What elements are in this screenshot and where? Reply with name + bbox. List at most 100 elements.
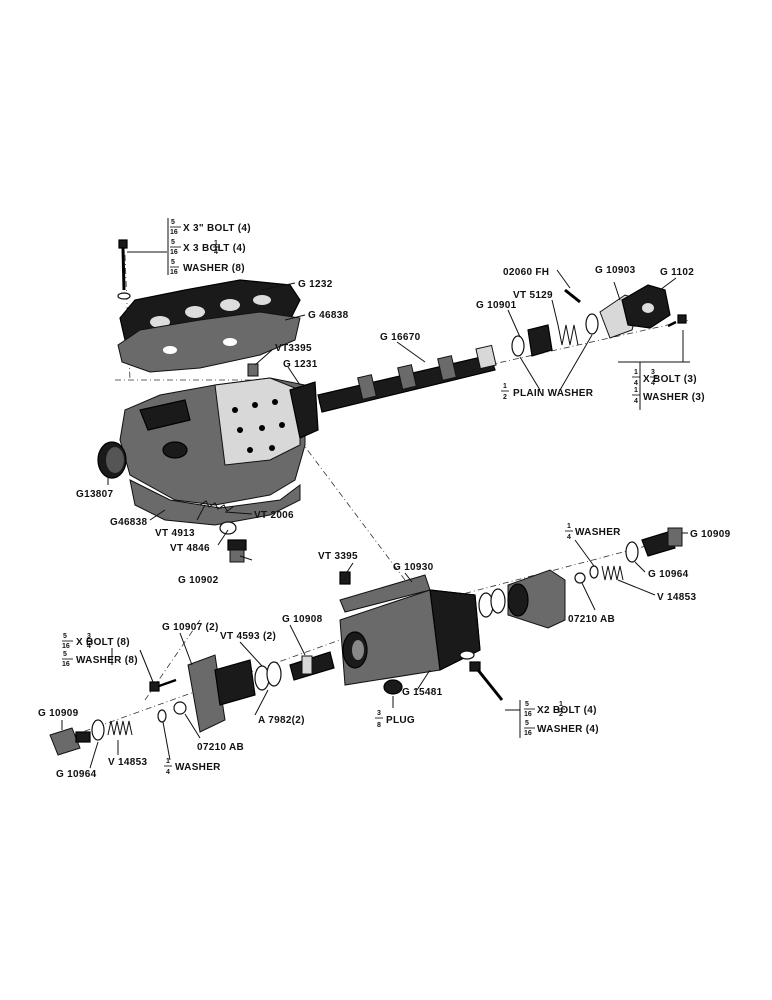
gasket-g10930 xyxy=(339,574,431,613)
label-g10908: G 10908 xyxy=(282,614,323,625)
frac-num: 1 xyxy=(634,369,638,376)
label-vt2006: VT 2006 xyxy=(254,510,294,521)
label-washer-5-16-8: WASHER (8) xyxy=(183,263,245,274)
frac-num: 1 xyxy=(214,240,218,247)
plug-3-8 xyxy=(383,679,403,695)
label-bolt-5-16x3-4: X BOLT (8) xyxy=(76,637,130,648)
label-v14853-right: V 14853 xyxy=(657,592,696,603)
label-g10930: G 10930 xyxy=(393,562,434,573)
label-g46838-top: G 46838 xyxy=(308,310,349,321)
label-a7982: A 7982(2) xyxy=(258,715,305,726)
frac-den: 8 xyxy=(377,722,381,729)
frac-den: 16 xyxy=(524,730,532,737)
frac-den: 4 xyxy=(166,769,170,776)
spring-vt2006 xyxy=(199,500,234,512)
block-g15481 xyxy=(339,589,481,686)
label-07210ab-right: 07210 AB xyxy=(568,614,615,625)
frac-num: 5 xyxy=(63,651,67,658)
orings-a7982 xyxy=(254,661,282,691)
spool-g10908 xyxy=(289,651,335,681)
label-g13807: G13807 xyxy=(76,489,114,500)
frac-num: 5 xyxy=(171,239,175,246)
label-g10907: G 10907 (2) xyxy=(162,622,219,633)
pin-02060fh xyxy=(564,288,581,304)
frac-den: 4 xyxy=(214,249,218,256)
bolt-1-4 xyxy=(667,314,687,328)
label-g10964-right: G 10964 xyxy=(648,569,689,580)
label-vt4913: VT 4913 xyxy=(155,528,195,539)
frac-num: 1 xyxy=(503,383,507,390)
label-g1232: G 1232 xyxy=(298,279,333,290)
label-vt3395-mid: VT 3395 xyxy=(318,551,358,562)
end-cap-left xyxy=(187,654,256,733)
frac-den: 4 xyxy=(634,380,638,387)
shaft-g16670 xyxy=(317,344,497,413)
end-cap-right xyxy=(507,569,566,629)
fitting-vt3395-top xyxy=(247,363,259,377)
label-washer-5-16-8-left: WASHER (8) xyxy=(76,655,138,666)
frac-den: 16 xyxy=(170,229,178,236)
label-g1102: G 1102 xyxy=(660,267,694,278)
spring-plain-washer xyxy=(557,313,599,346)
frac-den: 4 xyxy=(87,643,91,650)
frac-den: 4 xyxy=(651,380,655,387)
label-bolt-5-16x2-1-2: X2 BOLT (4) xyxy=(537,705,597,716)
label-plug-3-8: PLUG xyxy=(386,715,415,726)
spring-v14853-left xyxy=(107,720,133,736)
label-plain-washer: PLAIN WASHER xyxy=(513,388,594,399)
fitting-vt3395-mid xyxy=(339,571,351,585)
label-washer-1-4-left: WASHER xyxy=(175,762,221,773)
label-vt4846: VT 4846 xyxy=(170,543,210,554)
label-07210ab-left: 07210 AB xyxy=(197,742,244,753)
label-bolt-5-16x3-1-4: X 3 BOLT (4) xyxy=(183,243,246,254)
frac-num: 1 xyxy=(567,523,571,530)
frac-num: 1 xyxy=(559,701,563,708)
label-g10901: G 10901 xyxy=(476,300,517,311)
spring-v14853-right xyxy=(601,565,624,581)
washer-vt4846 xyxy=(219,521,237,535)
frac-num: 5 xyxy=(171,219,175,226)
frac-num: 3 xyxy=(651,369,655,376)
label-g16670: G 16670 xyxy=(380,332,421,343)
washer-small-block xyxy=(459,650,475,660)
label-washer-1-4-right: WASHER xyxy=(575,527,621,538)
top-bolt xyxy=(117,239,131,300)
orings-right xyxy=(478,588,506,618)
plug-g13807 xyxy=(97,441,127,479)
leader-lines xyxy=(61,218,690,769)
label-g10964-left: G 10964 xyxy=(56,769,97,780)
frac-num: 1 xyxy=(166,758,170,765)
frac-den: 16 xyxy=(62,661,70,668)
bolt-5-16x3-4 xyxy=(149,678,177,692)
frac-den: 4 xyxy=(634,398,638,405)
label-g1231: G 1231 xyxy=(283,359,318,370)
labels: 5 16 X 3" BOLT (4) 5 16 X 3 BOLT (4) 1 4… xyxy=(38,219,731,780)
label-bolt-5-16x3: X 3" BOLT (4) xyxy=(183,223,251,234)
cap-g1102 xyxy=(621,284,671,329)
frac-den: 4 xyxy=(567,534,571,541)
label-g15481: G 15481 xyxy=(402,687,443,698)
frac-num: 5 xyxy=(171,259,175,266)
plug-g10909-right xyxy=(641,527,683,557)
frac-den: 16 xyxy=(62,643,70,650)
frac-num: 5 xyxy=(525,720,529,727)
frac-den: 16 xyxy=(524,711,532,718)
label-vt5129: VT 5129 xyxy=(513,290,553,301)
label-02060fh: 02060 FH xyxy=(503,267,549,278)
label-g10902: G 10902 xyxy=(178,575,219,586)
frac-num: 5 xyxy=(525,701,529,708)
label-washer-5-16-4: WASHER (4) xyxy=(537,724,599,735)
plug-g10909-left xyxy=(49,727,91,756)
oring-g10964-right xyxy=(625,541,639,563)
label-v14853-left: V 14853 xyxy=(108,757,147,768)
label-vt3395-top: VT3395 xyxy=(275,343,312,354)
sleeve-vt5129 xyxy=(527,324,553,357)
plug-g10902 xyxy=(227,539,247,563)
washer-g10901 xyxy=(511,335,525,357)
bolt-5-16x2-1-2 xyxy=(469,661,504,701)
ball-07210ab-left xyxy=(173,701,187,715)
label-g10909-right: G 10909 xyxy=(690,529,731,540)
frac-den: 2 xyxy=(503,394,507,401)
oring-g10964-left xyxy=(91,719,105,741)
